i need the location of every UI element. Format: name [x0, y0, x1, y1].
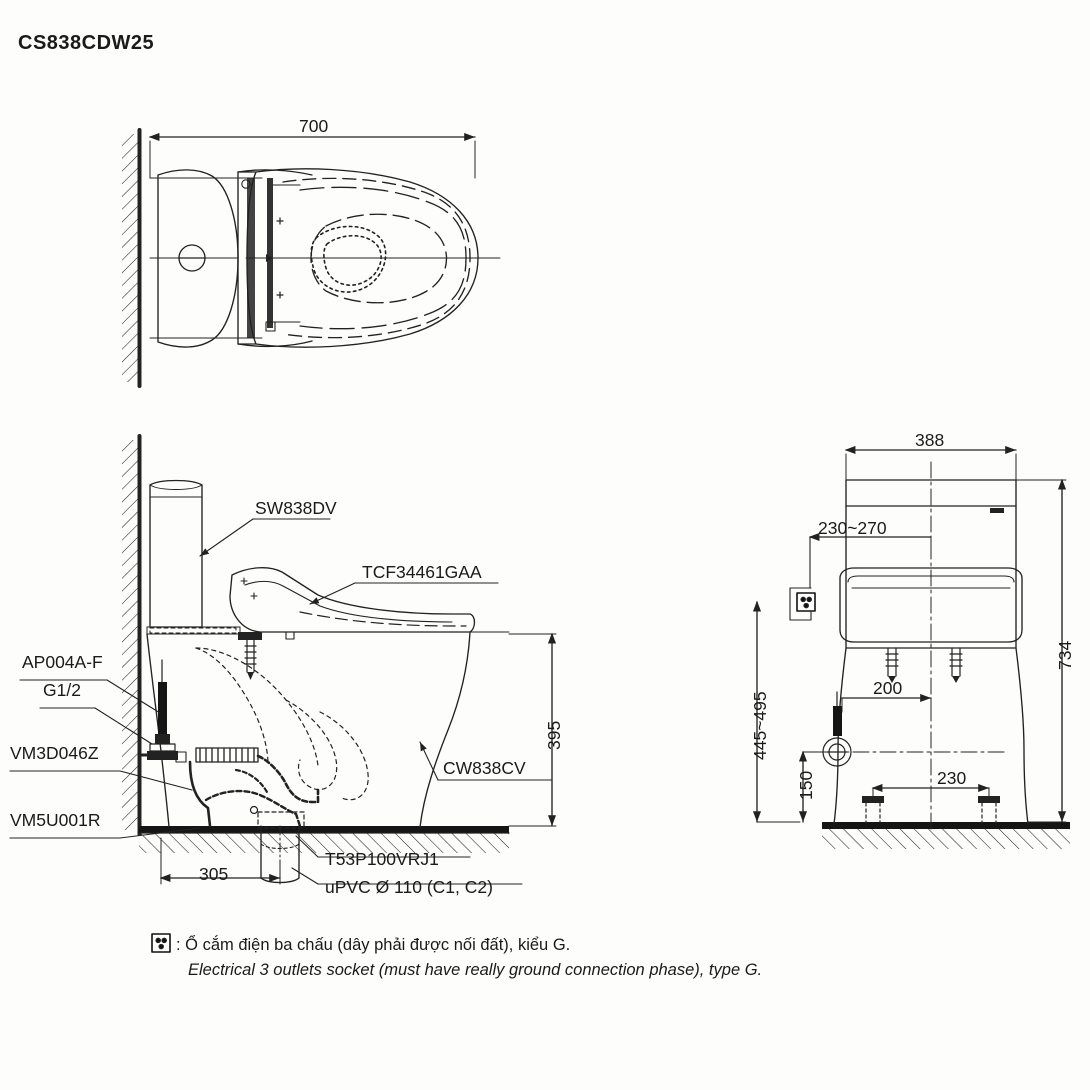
label-upvc: uPVC Ø 110 (C1, C2) [325, 877, 493, 897]
side-view [9, 434, 557, 885]
label-g12: G1/2 [43, 680, 81, 700]
dim-front-734: 734 [1055, 640, 1075, 670]
label-cw838cv: CW838CV [443, 758, 526, 778]
front-view [752, 445, 1070, 849]
page-title: CS838CDW25 [18, 32, 155, 54]
label-t53p100vrj1: T53P100VRJ1 [325, 849, 439, 869]
dim-side-305: 305 [199, 864, 229, 884]
electrical-socket-icon [151, 933, 171, 953]
electrical-socket-icon [796, 592, 816, 612]
dim-bolt-230: 230 [937, 768, 967, 788]
label-tcf34461gaa: TCF34461GAA [362, 562, 482, 582]
label-ap004a-f: AP004A-F [22, 652, 103, 672]
dim-supply-150: 150 [796, 770, 816, 800]
dim-side-395: 395 [544, 720, 564, 750]
label-vm5u001r: VM5U001R [10, 810, 101, 830]
dim-socket-height: 445~495 [750, 691, 770, 760]
dim-plan-depth: 700 [299, 116, 329, 136]
legend-line-vi: : Ổ cắm điện ba chấu (dây phải được nối … [176, 936, 571, 954]
dim-front-388: 388 [915, 430, 945, 450]
dim-supply-200: 200 [873, 678, 903, 698]
label-sw838dv: SW838DV [255, 498, 337, 518]
plan-view [122, 128, 501, 388]
dim-socket-range: 230~270 [818, 518, 887, 538]
label-vm3d046z: VM3D046Z [10, 743, 99, 763]
legend-line-en: Electrical 3 outlets socket (must have r… [188, 961, 763, 979]
